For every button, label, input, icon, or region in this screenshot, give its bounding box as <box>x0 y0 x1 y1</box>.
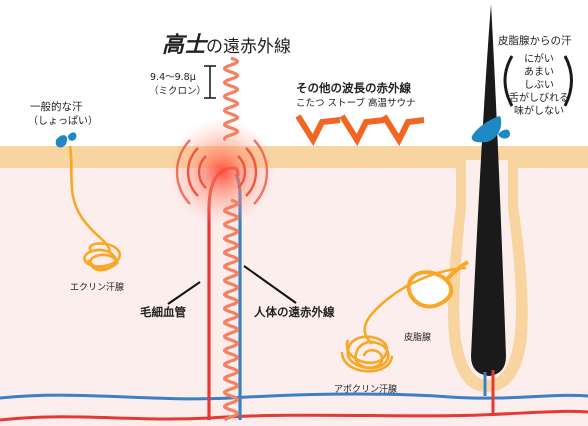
bracket-right <box>563 55 573 107</box>
wavelength-unit: （ミクロン） <box>149 85 206 97</box>
infrared-wave-upper <box>223 56 239 142</box>
red-vessel-bottom <box>0 409 588 422</box>
capillary-pointer <box>167 281 201 305</box>
wavelength-bracket <box>204 65 216 99</box>
sebaceous-label: 皮脂腺 <box>404 331 431 343</box>
other-ir-sources: こたつ ストーブ 高温サウナ <box>296 97 415 109</box>
bracket-left <box>503 55 514 107</box>
other-ir-title: その他の波長の赤外線 <box>296 81 411 95</box>
blue-vessel-bottom <box>0 392 588 401</box>
sebum-sweat-drop-small <box>498 129 510 139</box>
wavelength-range: 9.4〜9.8μ <box>150 72 196 83</box>
capillary-label: 毛細血管 <box>140 305 186 319</box>
radiation-rings <box>175 139 269 205</box>
sebum-trait: 味がしない <box>514 104 564 117</box>
sebum-trait: しぶい <box>524 79 554 91</box>
sebum-trait: 舌がしびれる <box>509 91 569 104</box>
title-suffix: の遠赤外線 <box>206 37 291 57</box>
infrared-glow <box>168 118 276 226</box>
apocrine-label: アポクリン汗腺 <box>334 383 397 395</box>
apocrine-sweat-gland <box>340 266 467 373</box>
skin-surface-band <box>0 146 588 168</box>
eccrine-sweat-gland <box>68 145 122 272</box>
sweat-label-line2: （しょっぱい） <box>28 115 98 127</box>
sebum-sweat-drop <box>471 116 502 143</box>
sweat-droplets-left <box>55 132 77 148</box>
sebum-sweat-title: 皮脂腺からの汗 <box>498 34 572 47</box>
infrared-wave-lower <box>223 198 239 422</box>
body-ir-label: 人体の遠赤外線 <box>254 305 335 319</box>
other-infrared-waves <box>295 114 425 147</box>
sweat-label-line1: 一般的な汗 <box>30 100 83 113</box>
sebaceous-gland <box>406 270 454 309</box>
body-ir-pointer <box>243 265 297 304</box>
sebum-trait: にがい <box>524 52 554 65</box>
sebum-trait: あまい <box>524 66 554 78</box>
hair-shaft <box>471 4 506 376</box>
eccrine-label: エクリン汗腺 <box>70 281 124 293</box>
title-brand: 高士 <box>162 32 209 58</box>
